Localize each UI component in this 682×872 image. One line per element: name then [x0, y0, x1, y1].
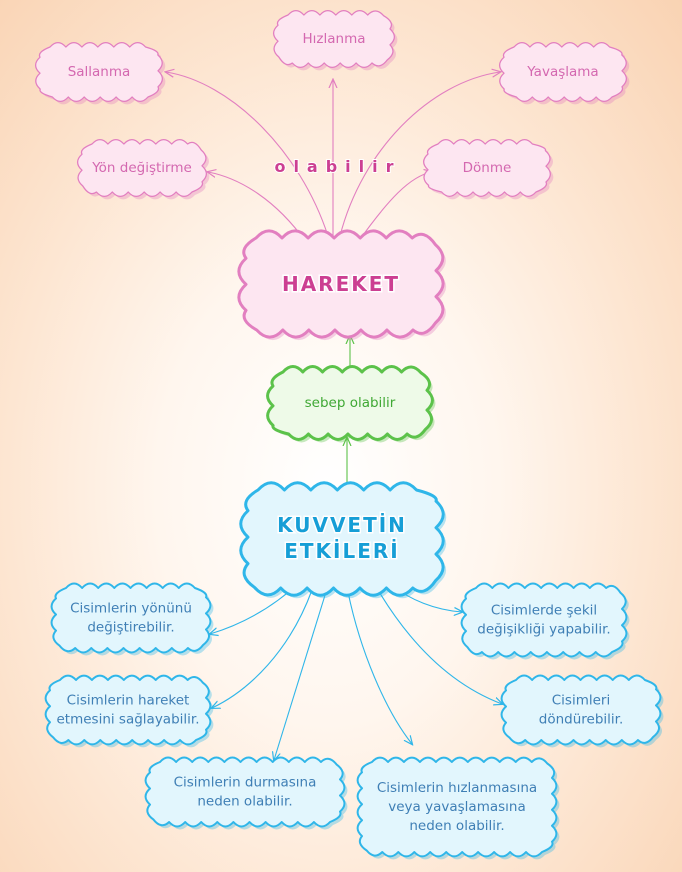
- arrow-to-yavaslama: [339, 72, 500, 237]
- node-yon-degistirme: [76, 138, 210, 200]
- node-durmasina-neden: [144, 756, 348, 830]
- node-hizlanmasina-neden: [356, 756, 560, 860]
- node-hizlanma: [272, 9, 398, 71]
- node-donme: [423, 139, 554, 200]
- node-dondurebilir: [500, 674, 664, 748]
- arrow-to-hareket-etmesini: [212, 589, 313, 708]
- node-kuvvetin-etkileri: [239, 481, 447, 599]
- arrow-to-dondurebilir: [377, 589, 502, 704]
- node-sebep-olabilir: [266, 365, 436, 443]
- nodes-layer: [34, 9, 664, 860]
- arrow-to-sallanma: [166, 72, 329, 237]
- node-yonunu-degistirebilir: [50, 582, 214, 656]
- arrow-to-yon-degistirme: [208, 172, 307, 243]
- node-hareket-etmesini: [44, 674, 214, 748]
- arrow-to-hizlanmasina: [347, 591, 412, 744]
- node-sekil-degisikligi: [460, 582, 630, 660]
- node-hareket: [237, 229, 447, 341]
- node-yavaslama: [498, 41, 630, 105]
- node-sallanma: [34, 41, 166, 105]
- arrow-to-durmasina: [274, 591, 327, 760]
